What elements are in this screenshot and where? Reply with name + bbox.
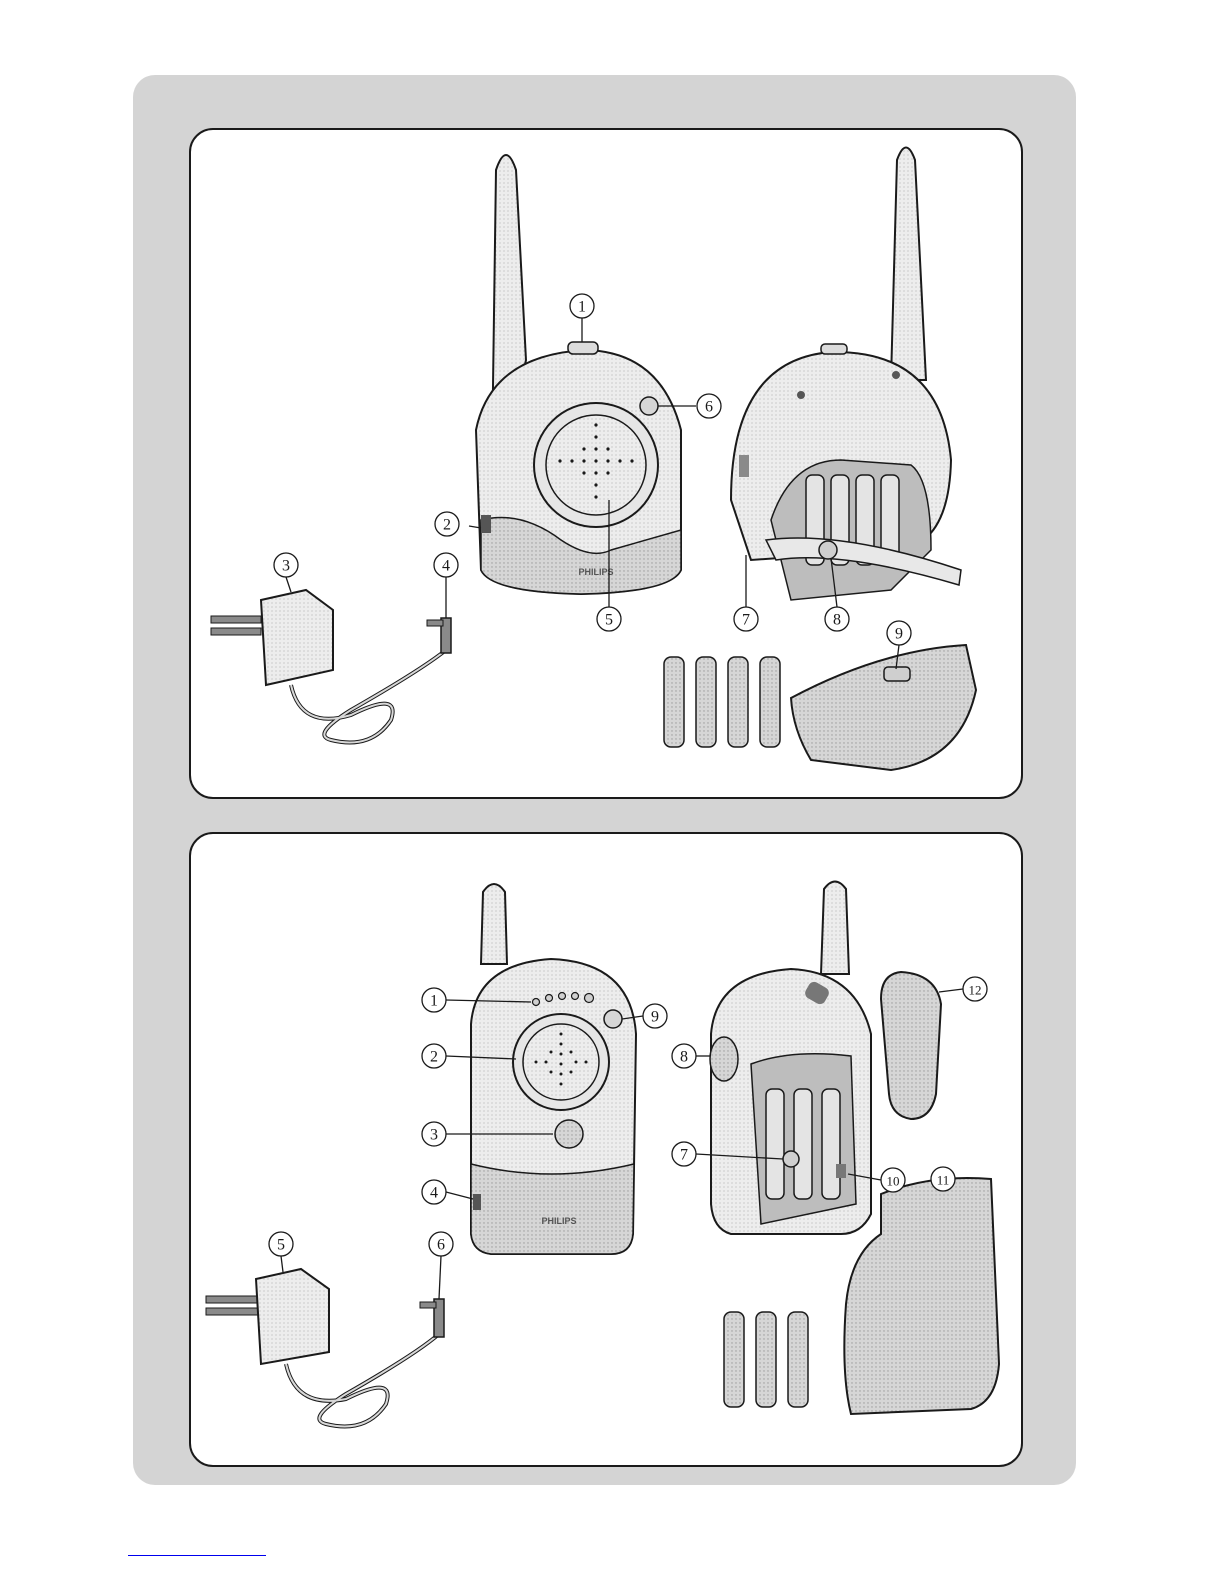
callout-label: 9 bbox=[895, 626, 903, 643]
parent-unit-panel: PHILIPS bbox=[189, 832, 1023, 1467]
callout-label: 6 bbox=[705, 399, 713, 416]
parent-unit-front: PHILIPS bbox=[471, 884, 636, 1254]
battery bbox=[756, 1312, 776, 1407]
callout-1: 1 bbox=[422, 988, 446, 1012]
callout-6: 6 bbox=[697, 394, 721, 418]
callout-label: 5 bbox=[605, 612, 613, 629]
battery-release bbox=[819, 541, 837, 559]
callout-12: 12 bbox=[963, 977, 987, 1001]
antenna bbox=[821, 882, 849, 975]
adapter-body bbox=[256, 1269, 329, 1364]
inserted-batteries bbox=[766, 1089, 840, 1199]
callout-label: 10 bbox=[887, 1174, 900, 1189]
speaker-grille bbox=[546, 415, 646, 515]
callout-2: 2 bbox=[435, 512, 459, 536]
adapter-body bbox=[261, 590, 333, 685]
callout-11: 11 bbox=[931, 1167, 955, 1191]
callout-9: 9 bbox=[887, 621, 911, 645]
callout-label: 6 bbox=[437, 1237, 445, 1254]
callout-6: 6 bbox=[429, 1232, 453, 1256]
battery bbox=[696, 657, 716, 747]
callout-8: 8 bbox=[825, 607, 849, 631]
antenna bbox=[891, 148, 926, 381]
callout-label: 1 bbox=[430, 993, 438, 1010]
dc-socket bbox=[473, 1194, 481, 1210]
callout-label: 8 bbox=[680, 1049, 688, 1066]
footer-underline[interactable] bbox=[128, 1555, 266, 1556]
loose-batteries bbox=[664, 657, 780, 747]
baby-unit-illustration: PHILIPS bbox=[191, 130, 1023, 799]
battery-cover bbox=[791, 645, 976, 770]
battery bbox=[664, 657, 684, 747]
callout-7: 7 bbox=[734, 607, 758, 631]
callout-1: 1 bbox=[570, 294, 594, 318]
callout-4: 4 bbox=[434, 553, 458, 577]
battery bbox=[728, 657, 748, 747]
callout-5: 5 bbox=[269, 1232, 293, 1256]
dc-socket bbox=[481, 515, 491, 533]
callout-label: 3 bbox=[430, 1127, 438, 1144]
battery bbox=[760, 657, 780, 747]
talk-button bbox=[555, 1120, 583, 1148]
belt-clip bbox=[881, 972, 941, 1119]
callout-5: 5 bbox=[597, 607, 621, 631]
adapter-prong bbox=[211, 616, 261, 623]
callout-3: 3 bbox=[422, 1122, 446, 1146]
callout-label: 3 bbox=[282, 558, 290, 575]
power-led bbox=[640, 397, 658, 415]
battery bbox=[788, 1312, 808, 1407]
callout-label: 1 bbox=[578, 299, 586, 316]
callout-8: 8 bbox=[672, 1044, 696, 1068]
power-adapter bbox=[211, 590, 451, 743]
callout-label: 12 bbox=[969, 983, 982, 998]
callout-label: 7 bbox=[742, 612, 750, 629]
baby-unit-front: PHILIPS bbox=[476, 155, 681, 594]
on-off-button bbox=[568, 342, 598, 354]
callout-9: 9 bbox=[643, 1004, 667, 1028]
battery-compartment bbox=[771, 460, 931, 600]
callout-10: 10 bbox=[881, 1168, 905, 1192]
brand-label: PHILIPS bbox=[541, 1216, 576, 1226]
callout-2: 2 bbox=[422, 1044, 446, 1068]
volume-wheel bbox=[710, 1037, 738, 1081]
charging-contact bbox=[836, 1164, 846, 1178]
unit-base bbox=[471, 1164, 634, 1254]
callout-label: 4 bbox=[442, 558, 450, 575]
side-switch bbox=[739, 455, 749, 477]
parent-unit-illustration: PHILIPS bbox=[191, 834, 1023, 1467]
brand-label: PHILIPS bbox=[578, 567, 613, 577]
callout-3: 3 bbox=[274, 553, 298, 577]
baby-unit-back bbox=[731, 148, 961, 601]
callout-7: 7 bbox=[672, 1142, 696, 1166]
battery-release bbox=[783, 1151, 799, 1167]
callout-label: 8 bbox=[833, 612, 841, 629]
callout-label: 7 bbox=[680, 1147, 688, 1164]
callout-label: 9 bbox=[651, 1009, 659, 1026]
loose-batteries bbox=[724, 1312, 808, 1407]
callout-label: 2 bbox=[430, 1049, 438, 1066]
power-adapter bbox=[206, 1269, 444, 1427]
battery bbox=[724, 1312, 744, 1407]
callout-label: 2 bbox=[443, 517, 451, 534]
callout-label: 11 bbox=[937, 1173, 950, 1188]
antenna bbox=[481, 884, 507, 964]
power-led bbox=[604, 1010, 622, 1028]
parent-unit-back bbox=[710, 882, 871, 1235]
callout-4: 4 bbox=[422, 1180, 446, 1204]
adapter-prong bbox=[206, 1296, 258, 1303]
adapter-prong bbox=[206, 1308, 258, 1315]
top-button bbox=[821, 344, 847, 354]
callout-label: 4 bbox=[430, 1185, 438, 1202]
callout-label: 5 bbox=[277, 1237, 285, 1254]
baby-unit-panel: PHILIPS bbox=[189, 128, 1023, 799]
adapter-prong bbox=[211, 628, 261, 635]
